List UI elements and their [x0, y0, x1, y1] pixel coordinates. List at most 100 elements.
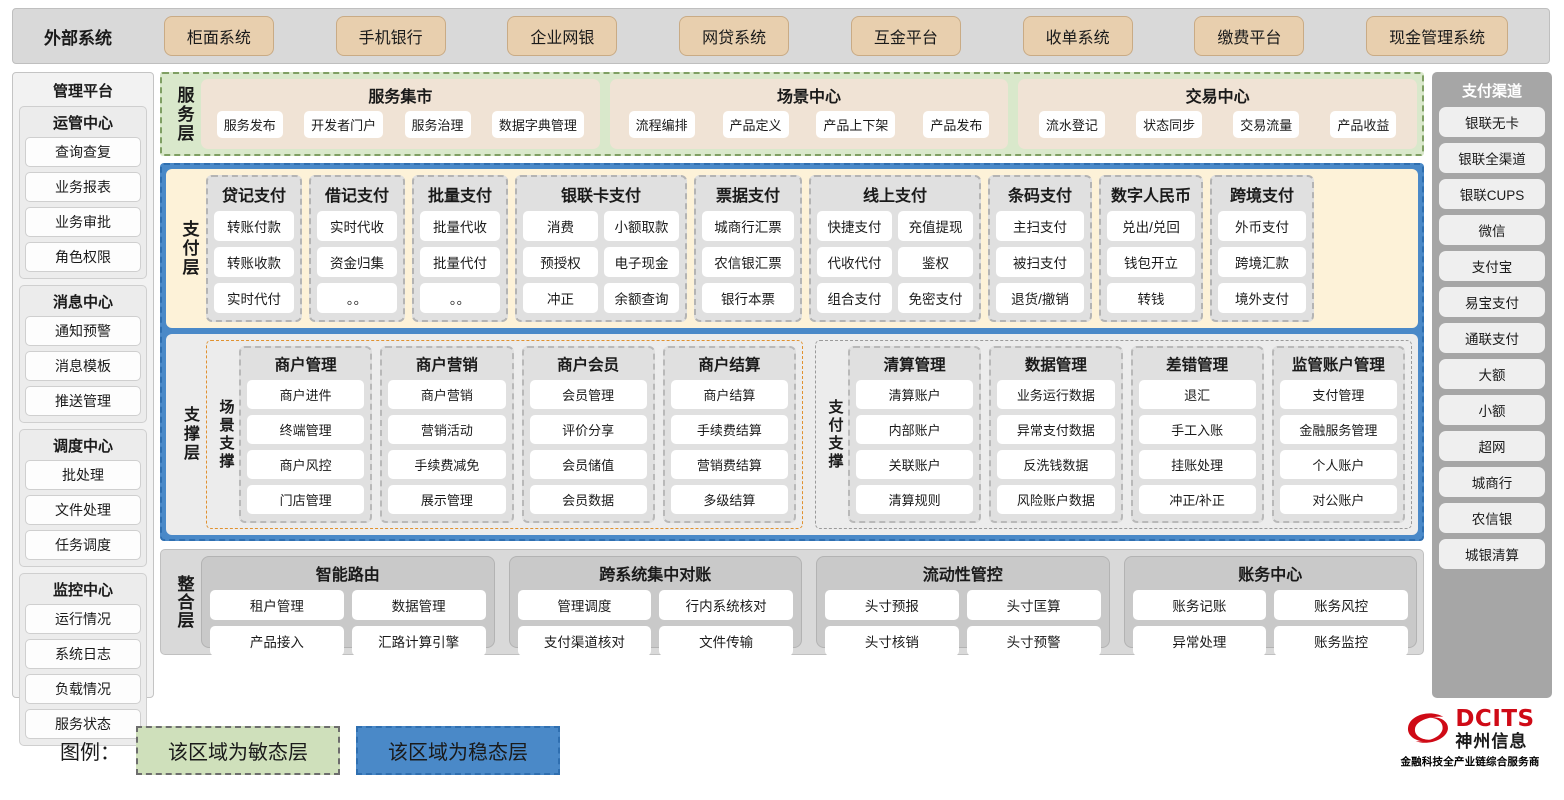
payment-cell[interactable]: 退货/撤销 [996, 283, 1084, 313]
scene-cell[interactable]: 终端管理 [247, 415, 365, 444]
payment-cell[interactable]: 。。 [420, 283, 500, 313]
scene-cell[interactable]: 商户进件 [247, 380, 365, 409]
external-system-chip[interactable]: 收单系统 [1022, 16, 1133, 56]
service-chip[interactable]: 产品上下架 [816, 111, 896, 138]
payment-channel-item[interactable]: 易宝支付 [1439, 287, 1545, 317]
integration-cell[interactable]: 头寸预警 [966, 626, 1101, 656]
integration-cell[interactable]: 头寸预报 [825, 590, 959, 620]
integration-cell[interactable]: 异常处理 [1132, 626, 1267, 656]
payment-cell[interactable]: 电子现金 [604, 247, 679, 277]
scene-cell[interactable]: 营销活动 [388, 415, 506, 444]
external-system-chip[interactable]: 缴费平台 [1194, 16, 1305, 56]
scene-cell[interactable]: 营销费结算 [670, 450, 788, 479]
payment-cell[interactable]: 主扫支付 [996, 211, 1084, 241]
payment-cell[interactable]: 城商行汇票 [702, 211, 794, 241]
payment-channel-item[interactable]: 城银清算 [1439, 539, 1545, 569]
payment-cell[interactable]: 资金归集 [317, 247, 397, 277]
payment-support-cell[interactable]: 清算账户 [856, 380, 974, 409]
payment-channel-item[interactable]: 农信银 [1439, 503, 1545, 533]
payment-support-cell[interactable]: 关联账户 [856, 450, 974, 479]
payment-channel-item[interactable]: 银联无卡 [1439, 107, 1545, 137]
scene-cell[interactable]: 手续费减免 [388, 450, 506, 479]
integration-cell[interactable]: 头寸匡算 [966, 590, 1101, 620]
management-item[interactable]: 任务调度 [25, 530, 141, 560]
scene-cell[interactable]: 会员数据 [529, 485, 647, 514]
payment-channel-item[interactable]: 城商行 [1439, 467, 1545, 497]
integration-cell[interactable]: 汇路计算引擎 [351, 626, 486, 656]
payment-cell[interactable]: 境外支付 [1218, 283, 1306, 313]
management-item[interactable]: 负载情况 [25, 674, 141, 704]
integration-cell[interactable]: 管理调度 [517, 590, 652, 620]
payment-cell[interactable]: 批量代收 [420, 211, 500, 241]
scene-cell[interactable]: 商户营销 [388, 380, 506, 409]
integration-cell[interactable]: 支付渠道核对 [517, 626, 652, 656]
scene-cell[interactable]: 会员储值 [529, 450, 647, 479]
external-system-chip[interactable]: 网贷系统 [679, 16, 790, 56]
service-chip[interactable]: 状态同步 [1136, 111, 1203, 138]
management-item[interactable]: 通知预警 [25, 316, 141, 346]
payment-cell[interactable]: 批量代付 [420, 247, 500, 277]
service-chip[interactable]: 服务治理 [404, 111, 471, 138]
scene-cell[interactable]: 商户结算 [670, 380, 788, 409]
scene-cell[interactable]: 商户风控 [247, 450, 365, 479]
integration-cell[interactable]: 产品接入 [210, 626, 344, 656]
payment-cell[interactable]: 农信银汇票 [702, 247, 794, 277]
payment-cell[interactable]: 转钱 [1107, 283, 1195, 313]
payment-support-cell[interactable]: 内部账户 [856, 415, 974, 444]
payment-cell[interactable]: 实时代收 [317, 211, 397, 241]
service-chip[interactable]: 产品收益 [1330, 111, 1397, 138]
service-chip[interactable]: 服务发布 [216, 111, 283, 138]
payment-cell[interactable]: 银行本票 [702, 283, 794, 313]
payment-support-cell[interactable]: 挂账处理 [1138, 450, 1256, 479]
management-item[interactable]: 业务审批 [25, 207, 141, 237]
management-item[interactable]: 角色权限 [25, 242, 141, 272]
scene-cell[interactable]: 展示管理 [388, 485, 506, 514]
integration-cell[interactable]: 账务监控 [1274, 626, 1408, 656]
service-chip[interactable]: 流水登记 [1038, 111, 1105, 138]
payment-cell[interactable]: 余额查询 [604, 283, 679, 313]
payment-support-cell[interactable]: 支付管理 [1279, 380, 1397, 409]
payment-support-cell[interactable]: 业务运行数据 [997, 380, 1115, 409]
payment-support-cell[interactable]: 手工入账 [1138, 415, 1256, 444]
service-chip[interactable]: 数据字典管理 [491, 111, 584, 138]
external-system-chip[interactable]: 企业网银 [507, 16, 618, 56]
external-system-chip[interactable]: 柜面系统 [163, 16, 274, 56]
payment-cell[interactable]: 兑出/兑回 [1107, 211, 1195, 241]
payment-cell[interactable]: 代收代付 [817, 247, 892, 277]
scene-cell[interactable]: 多级结算 [670, 485, 788, 514]
service-chip[interactable]: 开发者门户 [304, 111, 384, 138]
integration-cell[interactable]: 头寸核销 [825, 626, 959, 656]
payment-channel-item[interactable]: 通联支付 [1439, 323, 1545, 353]
payment-cell[interactable]: 转账付款 [214, 211, 294, 241]
payment-cell[interactable]: 外币支付 [1218, 211, 1306, 241]
integration-cell[interactable]: 租户管理 [210, 590, 344, 620]
payment-channel-item[interactable]: 小额 [1439, 395, 1545, 425]
management-item[interactable]: 文件处理 [25, 495, 141, 525]
payment-cell[interactable]: 冲正 [523, 283, 598, 313]
payment-cell[interactable]: 免密支付 [898, 283, 973, 313]
payment-channel-item[interactable]: 超网 [1439, 431, 1545, 461]
payment-channel-item[interactable]: 微信 [1439, 215, 1545, 245]
payment-cell[interactable]: 。。 [317, 283, 397, 313]
management-item[interactable]: 业务报表 [25, 172, 141, 202]
management-item[interactable]: 消息模板 [25, 351, 141, 381]
management-item[interactable]: 系统日志 [25, 639, 141, 669]
payment-channel-item[interactable]: 银联CUPS [1439, 179, 1545, 209]
external-system-chip[interactable]: 手机银行 [335, 16, 446, 56]
payment-support-cell[interactable]: 清算规则 [856, 485, 974, 514]
payment-cell[interactable]: 快捷支付 [817, 211, 892, 241]
integration-cell[interactable]: 文件传输 [659, 626, 793, 656]
service-chip[interactable]: 产品定义 [722, 111, 789, 138]
payment-channel-item[interactable]: 支付宝 [1439, 251, 1545, 281]
payment-cell[interactable]: 跨境汇款 [1218, 247, 1306, 277]
payment-support-cell[interactable]: 风险账户数据 [997, 485, 1115, 514]
management-item[interactable]: 批处理 [25, 460, 141, 490]
management-item[interactable]: 运行情况 [25, 604, 141, 634]
scene-cell[interactable]: 手续费结算 [670, 415, 788, 444]
integration-cell[interactable]: 账务风控 [1274, 590, 1408, 620]
scene-cell[interactable]: 评价分享 [529, 415, 647, 444]
scene-cell[interactable]: 会员管理 [529, 380, 647, 409]
service-chip[interactable]: 产品发布 [923, 111, 990, 138]
service-chip[interactable]: 流程编排 [628, 111, 695, 138]
payment-support-cell[interactable]: 个人账户 [1279, 450, 1397, 479]
